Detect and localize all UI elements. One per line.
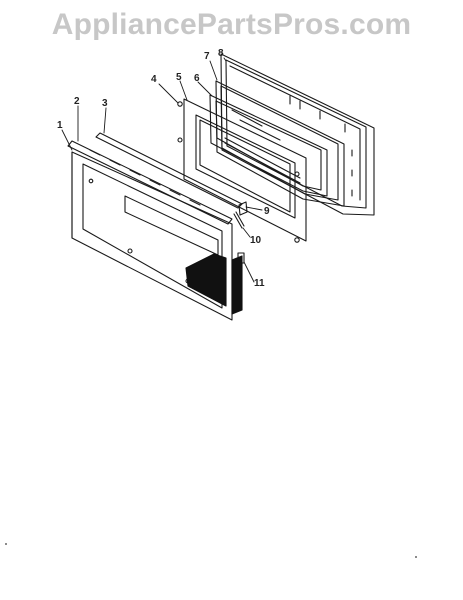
part-5-glass-frame (177, 98, 307, 243)
watermark-text: AppliancePartsPros.com (51, 8, 412, 41)
callout-6: 6 (194, 73, 200, 84)
part-8-door-liner (220, 53, 375, 216)
callout-3: 3 (102, 98, 108, 109)
part-10-hinge (233, 211, 245, 229)
callout-labels: 1 2 3 4 5 6 7 8 9 10 11 (57, 48, 270, 289)
callout-11: 11 (254, 278, 265, 289)
leader-lines (61, 57, 263, 283)
scan-speck (415, 556, 417, 558)
callout-4: 4 (151, 74, 157, 85)
part-1-outer-door (71, 151, 233, 321)
part-6-inner-glass (209, 94, 328, 197)
scan-speck (5, 543, 7, 545)
callout-9: 9 (264, 206, 270, 217)
callout-5: 5 (176, 72, 182, 83)
part-11-hinge-bracket (231, 252, 245, 315)
callout-2: 2 (74, 96, 80, 107)
callout-8: 8 (218, 48, 224, 59)
callout-10: 10 (250, 235, 262, 246)
callout-1: 1 (57, 120, 63, 131)
part-9-clip (238, 201, 248, 216)
callout-7: 7 (204, 51, 210, 62)
part-7-gasket (215, 80, 345, 207)
